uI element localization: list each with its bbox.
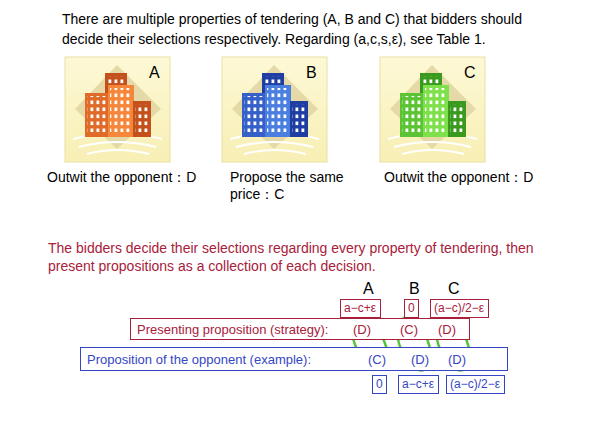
payoff-box: (a−c)/2−ε	[430, 299, 489, 318]
column-letter: B	[409, 279, 420, 299]
choice-text: (a−c)/2−ε	[434, 301, 484, 315]
payoff-box: 0	[404, 299, 419, 318]
proposition-label: Proposition of the opponent (example):	[87, 352, 311, 368]
choice-text: (D)	[353, 322, 371, 338]
building-tile: COutwit the opponent：D	[380, 57, 485, 162]
building-tile	[380, 57, 485, 162]
building-windows	[87, 96, 107, 132]
note-text: The bidders decide their selections rega…	[48, 240, 568, 275]
building	[133, 101, 151, 137]
tile-diamond	[75, 65, 161, 149]
building-windows	[292, 104, 306, 132]
title: There are multiple properties of tenderi…	[62, 10, 562, 49]
building-tile	[65, 57, 170, 162]
tile-letter: C	[464, 63, 476, 82]
opponent-box: Proposition of the opponent (example): (C…	[80, 347, 508, 371]
building	[448, 101, 466, 137]
tile-ground	[380, 57, 485, 162]
choice-text: (a−c)/2−ε	[450, 377, 500, 391]
choice-text: (D)	[438, 322, 456, 338]
tile-caption: Outwit the opponent：D	[47, 169, 196, 186]
proposition-label: Presenting proposition (strategy):	[137, 322, 328, 338]
choice-text: (D)	[411, 352, 429, 368]
choice-text: a−c+ε	[402, 377, 434, 391]
choice-text: (C)	[400, 322, 418, 338]
tile-letter: B	[306, 63, 317, 82]
payoff-box: a−c+ε	[398, 375, 439, 394]
building-windows	[267, 88, 289, 132]
payoff-box: 0	[372, 375, 387, 394]
building-windows	[135, 104, 149, 132]
tile-caption: Outwit the opponent：D	[384, 169, 533, 186]
building-windows	[425, 88, 447, 132]
building-tile	[222, 57, 327, 162]
tile-letter: A	[149, 63, 160, 82]
building-windows	[450, 104, 464, 132]
building-tile: AOutwit the opponent：D	[65, 57, 170, 162]
building	[290, 101, 308, 137]
building-windows	[110, 88, 132, 132]
column-letter: C	[448, 279, 460, 299]
building	[108, 85, 134, 137]
choice-text: a−c+ε	[344, 301, 376, 315]
building	[265, 85, 291, 137]
tile-ground	[222, 57, 327, 162]
building	[400, 93, 424, 137]
building	[242, 93, 266, 137]
tile-diamond	[232, 65, 318, 149]
building	[85, 93, 109, 137]
proposition-box: Presenting proposition (strategy): (D) (C)…	[130, 318, 470, 340]
tile-ground	[65, 57, 170, 162]
tile-diamond	[390, 65, 476, 149]
choice-text: 0	[376, 377, 383, 391]
payoff-box: a−c+ε	[340, 299, 381, 318]
tile-caption: Propose the same price：C	[230, 169, 348, 203]
building-windows	[402, 96, 422, 132]
building-tile: BPropose the same price：C	[222, 57, 327, 162]
column-letter: A	[363, 279, 374, 299]
choice-text: (D)	[448, 352, 466, 368]
choice-text: 0	[408, 301, 415, 315]
building-windows	[244, 96, 264, 132]
payoff-box: (a−c)/2−ε	[446, 375, 505, 394]
choice-text: (C)	[368, 352, 386, 368]
building	[423, 85, 449, 137]
